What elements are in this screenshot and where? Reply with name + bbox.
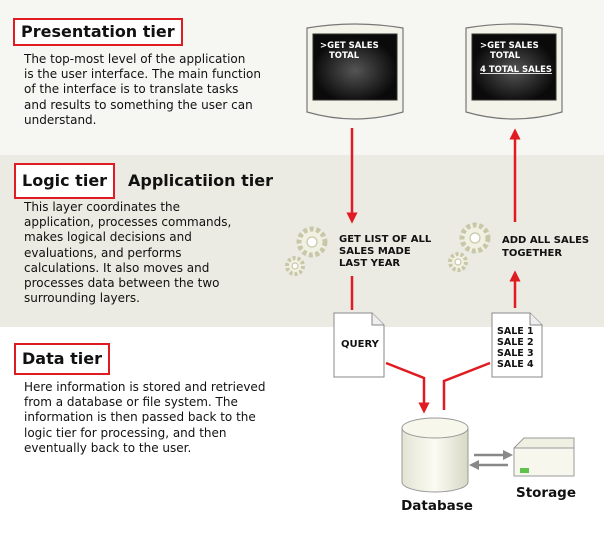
monitor-left-line2: TOTAL xyxy=(329,51,360,61)
logic-tier-description: This layer coordinates the application, … xyxy=(24,200,232,306)
sales-document-icon xyxy=(491,312,543,378)
step-right-line2: TOGETHER xyxy=(502,248,562,259)
gears-right-icon xyxy=(448,222,491,272)
step-left-line2: SALES MADE xyxy=(339,246,411,257)
data-tier-description: Here information is stored and retrieved… xyxy=(24,380,266,455)
step-right-line1: ADD ALL SALES xyxy=(502,235,589,246)
monitor-right-line1: >GET SALES xyxy=(480,41,539,51)
presentation-tier-title: Presentation tier xyxy=(13,18,183,46)
monitor-left-icon xyxy=(306,23,404,120)
sales-document-line: SALE 4 xyxy=(497,359,534,370)
step-left-line3: LAST YEAR xyxy=(339,258,400,269)
monitor-right-line2: TOTAL xyxy=(490,51,521,61)
presentation-tier-description: The top-most level of the application is… xyxy=(24,52,261,127)
sales-document-line: SALE 3 xyxy=(497,348,534,359)
flow-arrows xyxy=(346,128,521,414)
monitor-right-icon xyxy=(465,23,563,120)
sales-document-line: SALE 1 xyxy=(497,326,534,337)
monitor-left-line1: >GET SALES xyxy=(320,41,379,51)
storage-icon xyxy=(513,437,575,477)
logic-tier-title: Logic tier xyxy=(14,163,116,199)
storage-label: Storage xyxy=(516,485,576,501)
gears-left-icon xyxy=(285,226,328,276)
logic-tier-subtitle: Applicatiion tier xyxy=(128,171,273,190)
query-document-label: QUERY xyxy=(341,339,380,350)
database-label: Database xyxy=(401,498,473,514)
sync-arrows xyxy=(469,450,513,470)
data-tier-title: Data tier xyxy=(14,343,110,375)
arrow-query-to-database xyxy=(385,361,430,414)
query-document-icon xyxy=(333,312,385,378)
database-icon xyxy=(401,417,469,493)
monitor-right-line3: 4 TOTAL SALES xyxy=(480,65,552,75)
step-left-line1: GET LIST OF ALL xyxy=(339,234,432,245)
sales-document-line: SALE 2 xyxy=(497,337,534,348)
arrow-database-to-sales xyxy=(442,361,491,410)
